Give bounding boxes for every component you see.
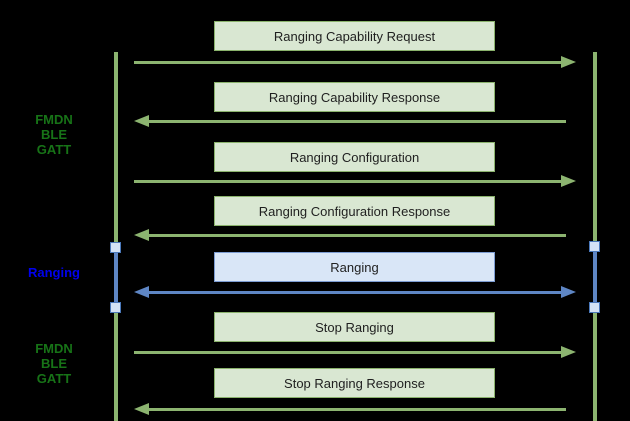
activation-marker (110, 242, 121, 253)
message-box: Ranging Capability Response (214, 82, 495, 112)
message-arrow-right (134, 350, 563, 354)
message-label: Ranging Configuration Response (258, 203, 451, 219)
arrowhead-icon (134, 115, 149, 127)
message-label: Stop Ranging (315, 319, 394, 335)
phase-label-line: BLE (41, 127, 67, 142)
message-label: Ranging Capability Request (273, 28, 436, 44)
phase-label-line: BLE (41, 356, 67, 371)
message-arrow-left (148, 119, 566, 123)
message-box: Ranging Configuration (214, 142, 495, 172)
ranging-session-segment-left (114, 248, 118, 308)
arrowhead-icon (561, 346, 576, 358)
activation-marker (589, 241, 600, 252)
lifeline-left (114, 52, 118, 421)
ranging-session-segment-right (593, 248, 597, 308)
arrowhead-icon (134, 229, 149, 241)
message-box: Ranging Capability Request (214, 21, 495, 51)
phase-label: Ranging (14, 265, 94, 280)
lifeline-right (593, 52, 597, 421)
message-arrow-right (134, 60, 563, 64)
activation-marker (110, 302, 121, 313)
phase-label-line: Ranging (28, 265, 80, 280)
activation-marker (589, 302, 600, 313)
phase-label-line: GATT (36, 371, 72, 386)
message-label: Ranging (330, 259, 379, 275)
message-label: Ranging Configuration (289, 149, 420, 165)
arrowhead-icon (134, 286, 149, 298)
arrowhead-icon (561, 56, 576, 68)
message-box: Ranging (214, 252, 495, 282)
message-box: Stop Ranging Response (214, 368, 495, 398)
message-label: Ranging Capability Response (268, 89, 441, 105)
message-box: Ranging Configuration Response (214, 196, 495, 226)
message-arrow-both (148, 290, 563, 294)
phase-label-line: FMDN (35, 112, 73, 127)
phase-label-line: GATT (36, 142, 72, 157)
message-arrow-right (134, 179, 563, 183)
arrowhead-icon (561, 286, 576, 298)
phase-label-line: FMDN (35, 341, 73, 356)
message-label: Stop Ranging Response (284, 375, 425, 391)
message-arrow-left (148, 233, 566, 237)
arrowhead-icon (134, 403, 149, 415)
arrowhead-icon (561, 175, 576, 187)
message-arrow-left (148, 407, 566, 411)
message-box: Stop Ranging (214, 312, 495, 342)
